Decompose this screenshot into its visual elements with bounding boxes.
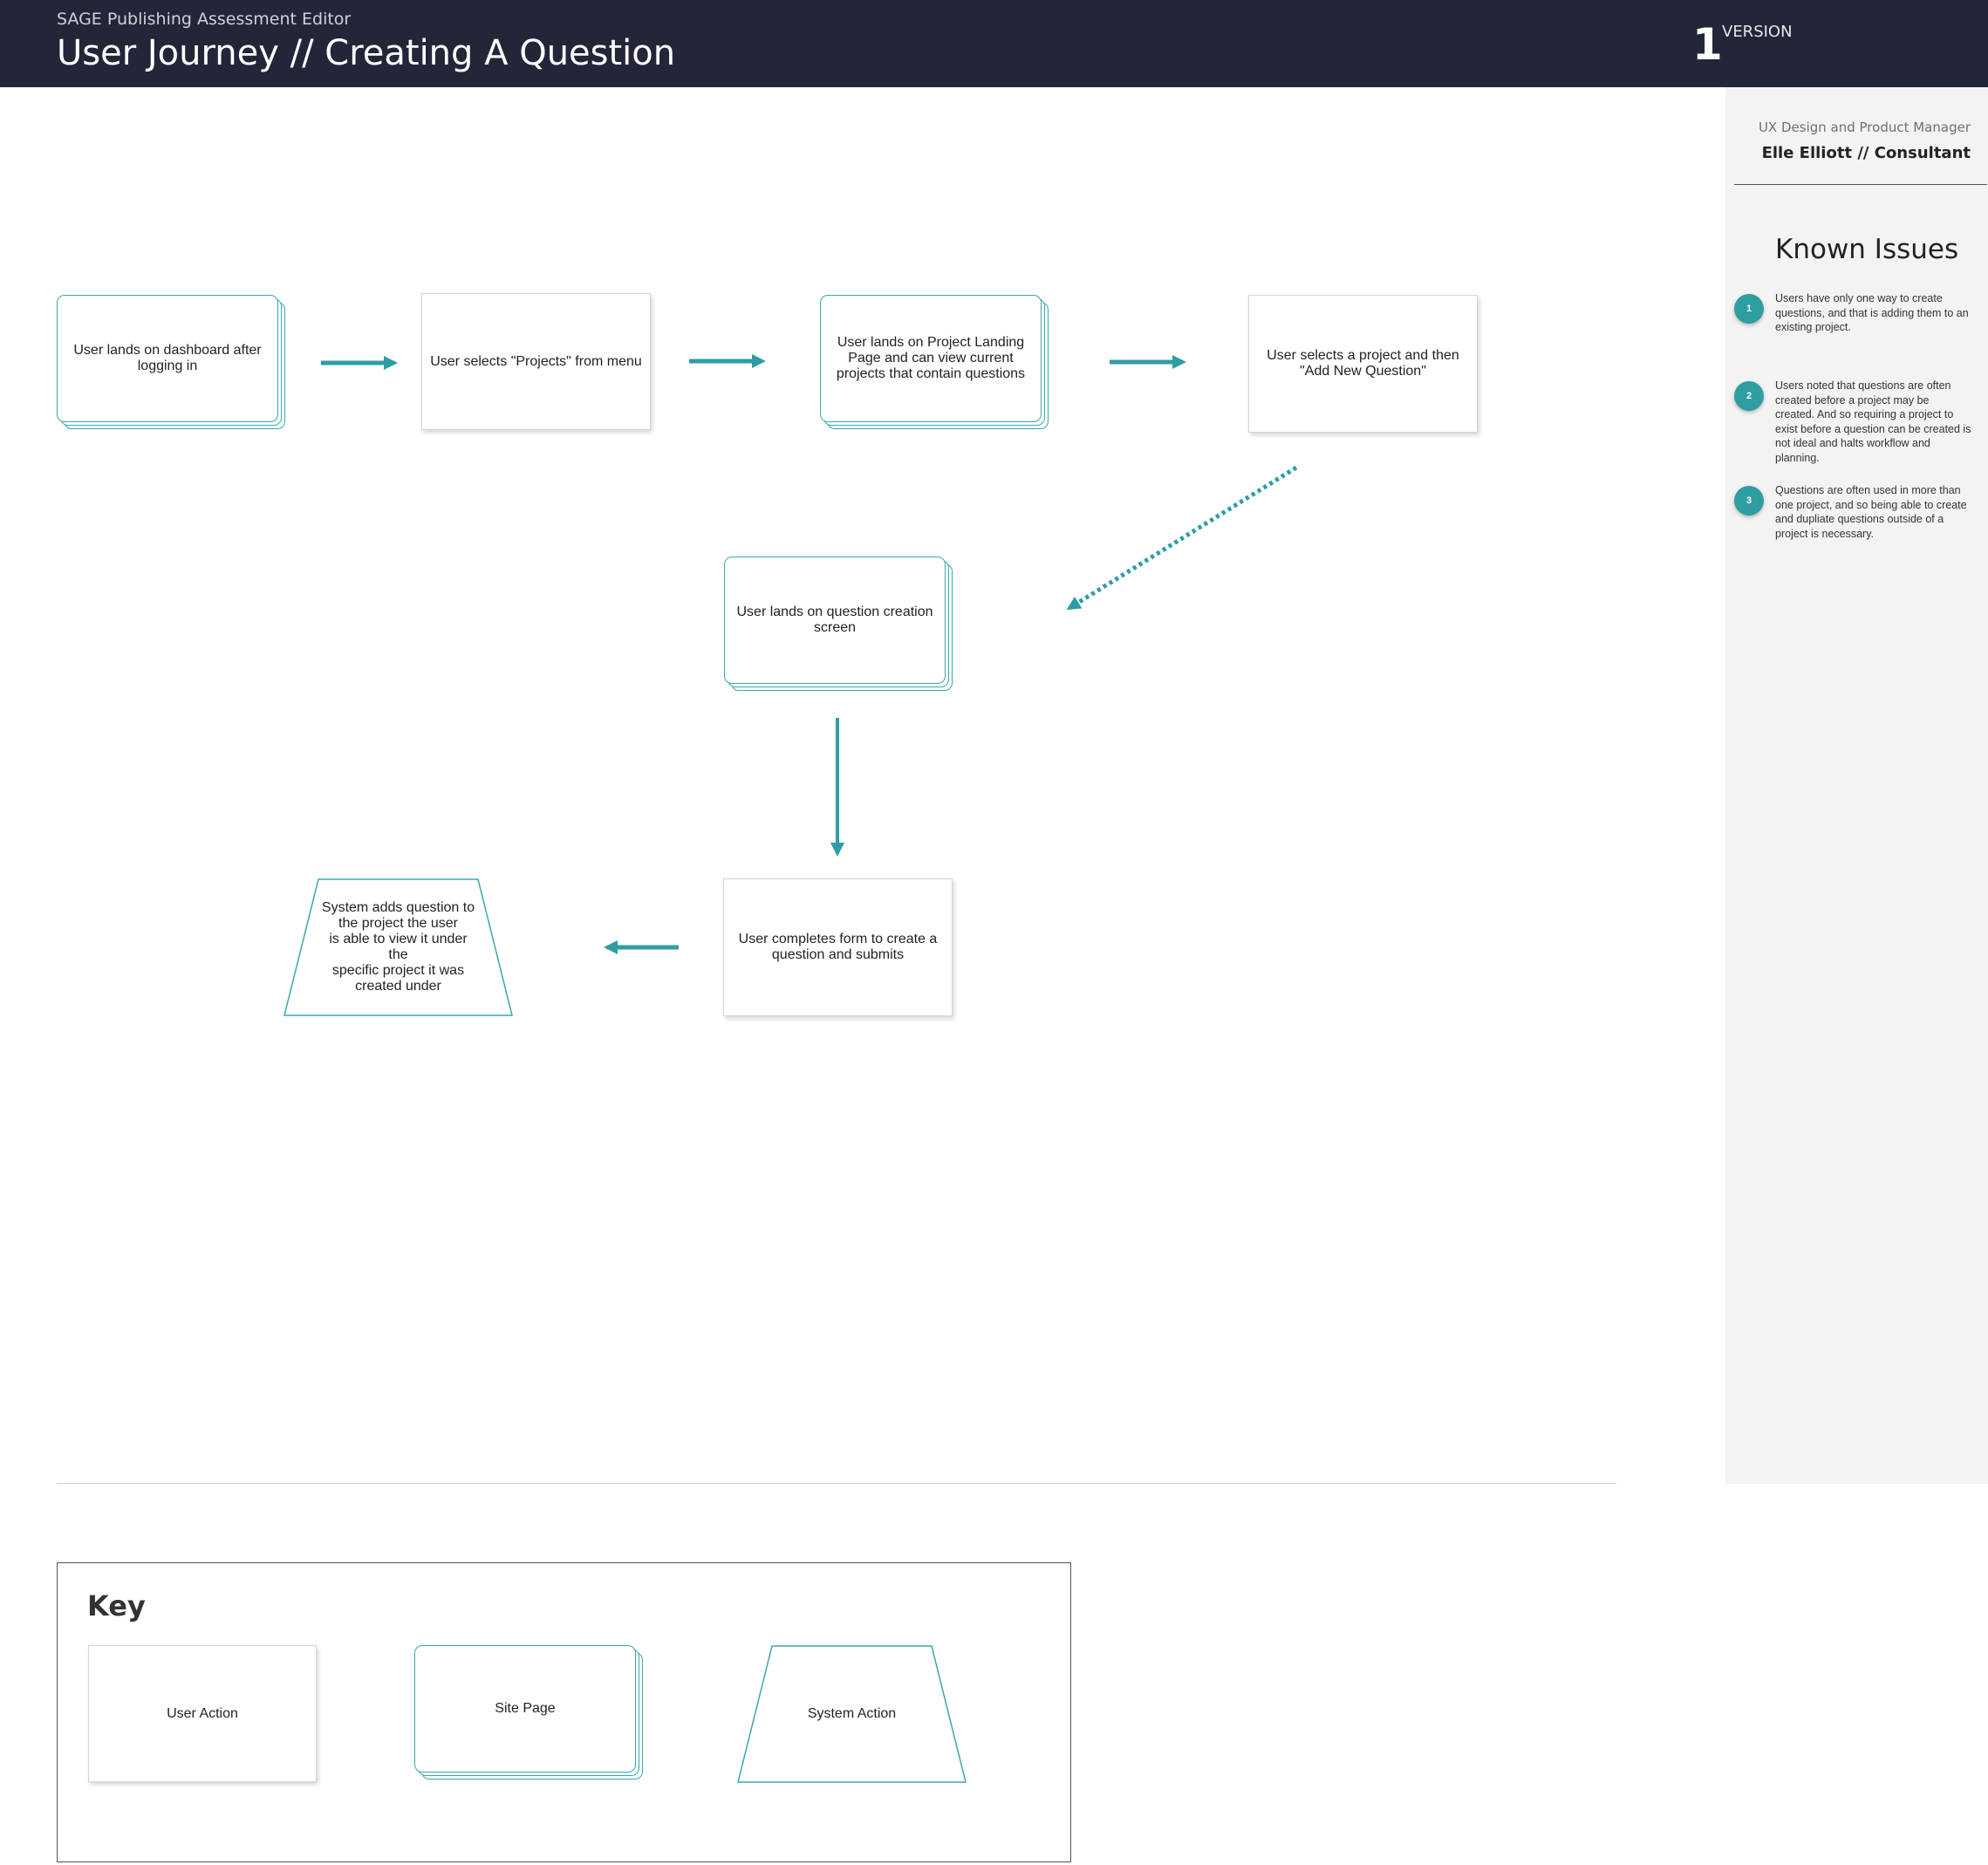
node-label: User lands on Project Landing Page and c…	[836, 335, 1026, 381]
key-site-page: Site Page	[414, 1645, 643, 1780]
issue-text: Users noted that questions are often cre…	[1775, 379, 1971, 464]
node-label: User lands on question creation screen	[736, 605, 933, 635]
app-subtitle: SAGE Publishing Assessment Editor	[57, 10, 352, 29]
version-number: 1	[1692, 19, 1723, 70]
legend-key: Key User Action Site Page System Action	[57, 1562, 1071, 1862]
trapezoid-shape	[737, 1645, 967, 1783]
node-label: System adds question to the project the …	[321, 900, 475, 994]
key-label: Site Page	[495, 1701, 556, 1716]
arrow-add-question-to-creation	[1066, 465, 1298, 611]
sidebar-divider	[1734, 184, 1987, 185]
node-system-adds: System adds question to the project the …	[284, 878, 513, 1016]
issue-number-badge: 3	[1734, 486, 1764, 516]
node-label: User selects a project and then "Add New…	[1267, 348, 1459, 379]
node-question-creation: User lands on question creation screen	[724, 557, 953, 691]
node-dashboard: User lands on dashboard after logging in	[57, 295, 285, 429]
issue-number-badge: 1	[1734, 294, 1764, 324]
page-title: User Journey // Creating A Question	[57, 33, 676, 73]
node-complete-form: User completes form to create a question…	[723, 878, 953, 1016]
author-role: UX Design and Product Manager	[1758, 120, 1971, 135]
known-issues-heading: Known Issues	[1775, 234, 1959, 265]
issue-text: Questions are often used in more than on…	[1775, 484, 1967, 540]
key-user-action: User Action	[88, 1645, 317, 1782]
node-label: User completes form to create a question…	[738, 932, 938, 962]
node-label: User lands on dashboard after logging in	[73, 343, 262, 373]
key-system-action: System Action	[737, 1645, 967, 1783]
issue-text: Users have only one way to create questi…	[1775, 292, 1969, 333]
issue-number-badge: 2	[1734, 381, 1764, 411]
node-select-projects: User selects "Projects" from menu	[421, 293, 651, 430]
section-divider	[57, 1483, 1616, 1484]
page-card: User lands on Project Landing Page and c…	[820, 295, 1042, 422]
page-card: Site Page	[414, 1645, 636, 1773]
node-project-landing: User lands on Project Landing Page and c…	[820, 295, 1049, 429]
version-label: VERSION	[1722, 23, 1793, 41]
sidebar-panel: UX Design and Product Manager Elle Ellio…	[1725, 87, 1988, 1484]
trapezoid-shape	[284, 878, 513, 1016]
page-card: User lands on dashboard after logging in	[57, 295, 278, 422]
key-label: User Action	[167, 1705, 238, 1721]
page-card: User lands on question creation screen	[724, 557, 946, 684]
key-label: System Action	[807, 1706, 897, 1721]
node-add-question: User selects a project and then "Add New…	[1248, 295, 1478, 433]
key-title: Key	[87, 1589, 146, 1622]
header-bar: SAGE Publishing Assessment Editor User J…	[0, 0, 1988, 87]
node-label: User selects "Projects" from menu	[430, 353, 642, 369]
author-name: Elle Elliott // Consultant	[1761, 144, 1971, 162]
